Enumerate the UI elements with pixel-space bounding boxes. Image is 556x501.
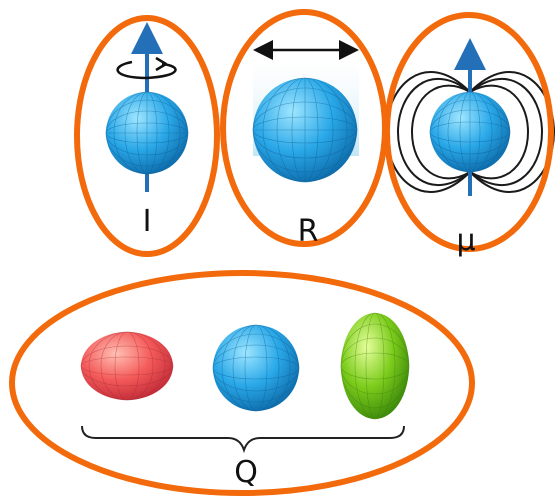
radius-sphere <box>252 77 358 183</box>
spin-label: I <box>143 204 152 239</box>
spin-outline <box>74 15 220 257</box>
field-lines-icon <box>384 71 556 193</box>
magnetic-sphere <box>429 91 511 173</box>
magnetic-outline <box>384 12 554 252</box>
magnetic-panel: μ <box>384 12 556 258</box>
prolate-shape <box>340 312 410 420</box>
spin-panel: I <box>74 15 220 257</box>
quadrupole-outline <box>9 270 475 496</box>
radius-label: R <box>298 214 319 249</box>
quadrupole-panel: Q <box>9 270 475 496</box>
quadrupole-label: Q <box>234 455 258 490</box>
spin-rotation-icon <box>116 56 177 80</box>
spherical-shape <box>212 324 300 412</box>
spin-sphere <box>105 91 189 175</box>
quadrupole-brace <box>81 425 405 454</box>
oblate-shape <box>80 331 174 401</box>
magnetic-label: μ <box>456 223 475 258</box>
radius-panel: R <box>220 9 388 249</box>
